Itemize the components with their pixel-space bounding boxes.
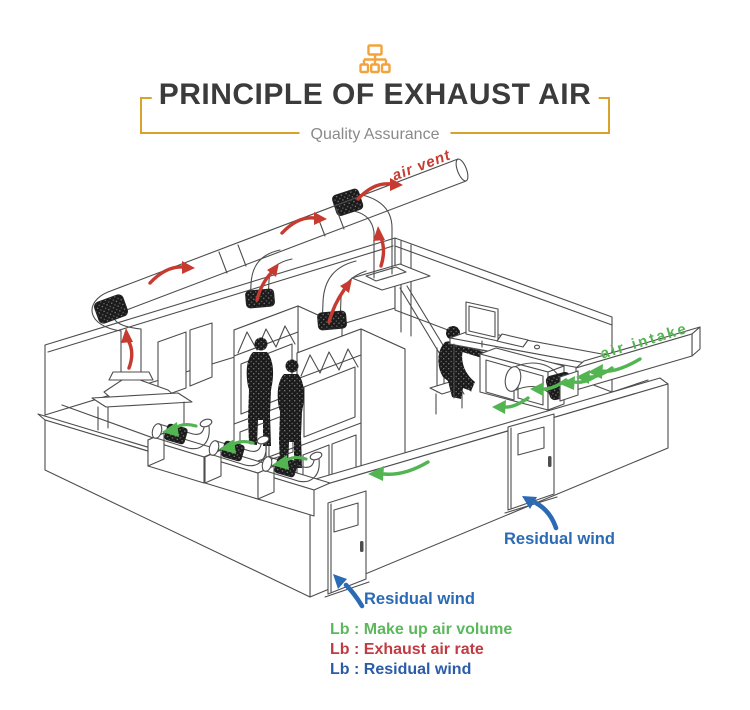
canopy-hood xyxy=(91,291,193,431)
computer-monitor xyxy=(465,301,499,353)
keyboard xyxy=(496,333,529,348)
residual-wind-arrows xyxy=(333,496,559,609)
riser-duct xyxy=(332,188,431,291)
make-up-air-arrows xyxy=(368,357,642,481)
mouse xyxy=(533,344,541,350)
bench-fan-unit xyxy=(147,418,221,484)
page-title: PRINCIPLE OF EXHAUST AIR xyxy=(151,78,599,112)
label-residual-wind-front: Residual wind xyxy=(364,590,475,608)
title-frame: PRINCIPLE OF EXHAUST AIR Quality Assuran… xyxy=(140,78,610,144)
door-front xyxy=(324,490,370,598)
page-subtitle: Quality Assurance xyxy=(299,126,451,144)
exhaust-air-arrows xyxy=(121,178,403,370)
worker-1 xyxy=(246,337,274,446)
hood-branch-ducts xyxy=(245,249,367,331)
legend-item-residual-wind: Lb : Residual wind xyxy=(330,661,472,678)
seated-operator xyxy=(438,326,487,399)
hierarchy-icon xyxy=(359,44,391,74)
door-right xyxy=(504,413,558,514)
legend-item-exhaust-air: Lb : Exhaust air rate xyxy=(330,641,484,658)
legend: Lb : Make up air volume Lb : Exhaust air… xyxy=(330,620,512,680)
label-residual-wind-right: Residual wind xyxy=(504,530,615,548)
legend-item-make-up-air: Lb : Make up air volume xyxy=(330,621,513,638)
